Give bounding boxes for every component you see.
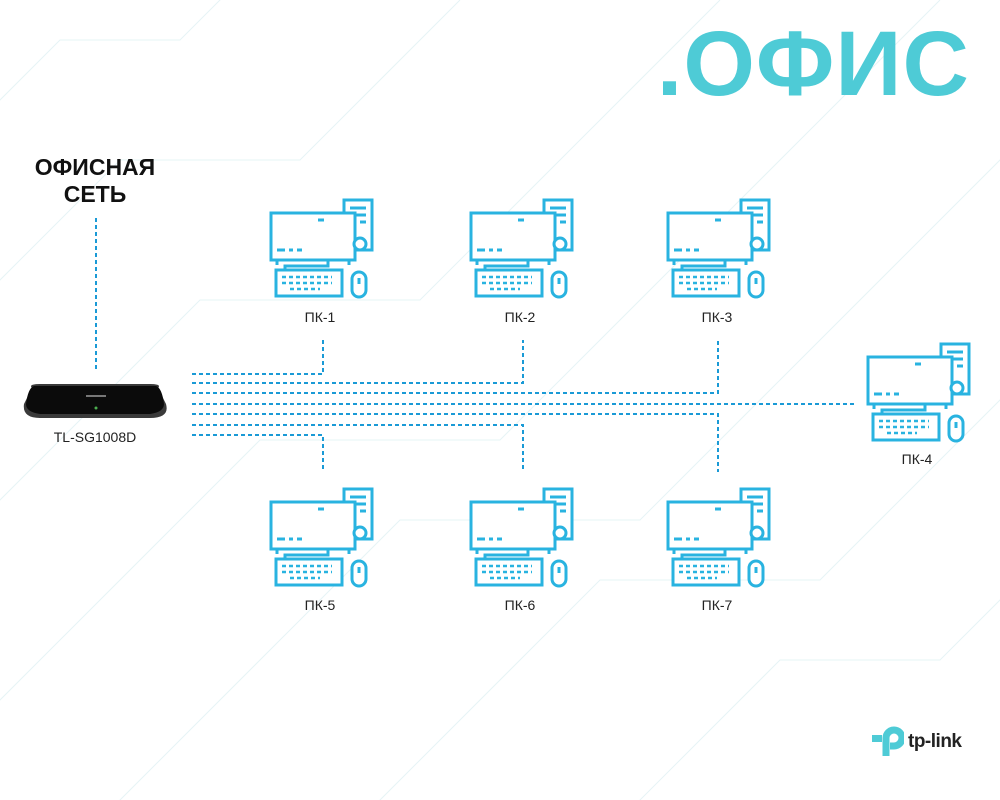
- computer-icon-pc3: [666, 198, 771, 299]
- link-pc2: [192, 340, 524, 384]
- computer-icon-pc5: [269, 487, 374, 588]
- computer-icon-pc4: [866, 342, 971, 443]
- pc-label: ПК-2: [504, 309, 536, 325]
- tp-link-logo-text: tp-link: [908, 731, 962, 752]
- page-title: .ОФИС: [656, 13, 970, 115]
- tp-link-logo: tp-link: [872, 726, 962, 758]
- computer-icon-pc6: [469, 487, 574, 588]
- link-pc3: [192, 340, 719, 394]
- computer-icon-pc1: [269, 198, 374, 299]
- link-pc1: [192, 340, 324, 375]
- switch-label: TL-SG1008D: [53, 429, 137, 445]
- computer-icon-pc7: [666, 487, 771, 588]
- pc-label: ПК-4: [901, 451, 933, 467]
- network-title: ОФИСНАЯ СЕТЬ: [20, 154, 170, 208]
- computer-icon-pc2: [469, 198, 574, 299]
- link-pc6: [192, 424, 524, 472]
- switch-device: [23, 384, 167, 418]
- tp-link-logo-icon: [872, 726, 904, 756]
- network-title-line1: ОФИСНАЯ: [34, 154, 156, 180]
- link-pc5: [192, 434, 324, 472]
- network-title-line2: СЕТЬ: [63, 181, 127, 207]
- pc-label: ПК-5: [304, 597, 336, 613]
- pc-label: ПК-3: [701, 309, 733, 325]
- connection-lines: [192, 340, 855, 472]
- pc-label: ПК-7: [701, 597, 733, 613]
- link-pc7: [192, 413, 719, 472]
- pc-label: ПК-6: [504, 597, 536, 613]
- pc-label: ПК-1: [304, 309, 336, 325]
